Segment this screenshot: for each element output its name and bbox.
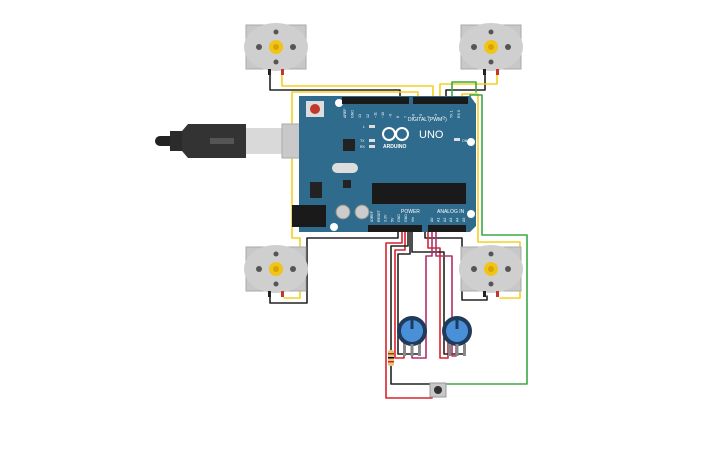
pin-label: A0 [430,218,434,222]
pin-label: GND [404,214,408,222]
wire-yellow-right-loop[interactable] [461,93,521,299]
pin-label: ~6 [411,114,415,118]
dc-motor-top-right[interactable] [459,23,523,75]
pin-label: ~3 [434,114,438,118]
power-header[interactable] [368,225,422,232]
atmega-chip [372,183,466,204]
pushbutton[interactable] [429,382,447,398]
digital-label: DIGITAL (PWM~) [408,117,447,123]
board-model: UNO [419,129,444,141]
wire-yellow-top-left-motor[interactable] [281,69,434,103]
rx-label: RX [360,145,366,149]
dc-motor-bottom-left[interactable] [244,245,308,297]
pin-label: 5V [390,217,394,222]
pin-label: GND [351,110,355,118]
pin-label: 13 [358,114,362,118]
potentiometer-left[interactable] [397,316,427,356]
wire-red-5v[interactable] [385,229,433,399]
dc-motor-bottom-right[interactable] [459,245,523,297]
on-label: ON [462,139,468,143]
wire-green-pushbutton[interactable] [446,94,528,385]
pin-label: 12 [366,114,370,118]
pin-label: A5 [462,218,466,222]
power-label: POWER [401,209,420,215]
resistor[interactable] [388,350,394,366]
pin-label: 3.3V [384,214,388,222]
analog-header[interactable] [428,225,466,232]
pin-label: RESET [377,209,381,222]
analog-label: ANALOG IN [437,209,465,215]
pin-label: ~10 [381,112,385,118]
board-brand: ARDUINO [383,144,406,150]
power-jack[interactable] [292,205,326,227]
digital-header-left[interactable] [342,97,409,104]
digital-header-right[interactable] [413,97,468,104]
pin-label: 8 [396,116,400,118]
pin-label: 4 [427,116,431,118]
l-label: L [363,125,365,129]
dc-motor-top-left[interactable] [244,23,308,75]
arduino-logo-icon [382,127,409,141]
pin-label: A1 [436,218,440,222]
pin-label: Vin [411,217,415,222]
pin-label: A3 [449,218,453,222]
pin-label: A4 [456,218,460,222]
pin-label: ~11 [373,112,377,118]
pin-label: RX 0 [457,110,461,118]
pin-label: ~5 [419,114,423,118]
usb-cable[interactable] [155,123,325,159]
wire-yellow-left-loop[interactable] [283,91,419,299]
pin-label: GND [397,214,401,222]
wire-yellow-top-right-motor[interactable] [439,69,498,103]
pin-label: TX 1 [449,110,453,118]
pin-label: 7 [404,116,408,118]
arduino-uno-board[interactable]: ARDUINO UNO DIGITAL (PWM~) POWER ANALOG … [292,96,476,232]
pin-label: AREF [343,108,347,118]
tx-label: TX [360,139,365,143]
usb-icon [210,138,234,144]
pin-label: 2 [442,116,446,118]
pin-label: IOREF [370,210,374,222]
wire-black-gnd-pots[interactable] [390,229,431,385]
pin-label: A2 [443,218,447,222]
wire-green-top-right[interactable] [451,81,477,103]
pin-label: ~9 [389,114,393,118]
potentiometer-right[interactable] [442,316,472,356]
